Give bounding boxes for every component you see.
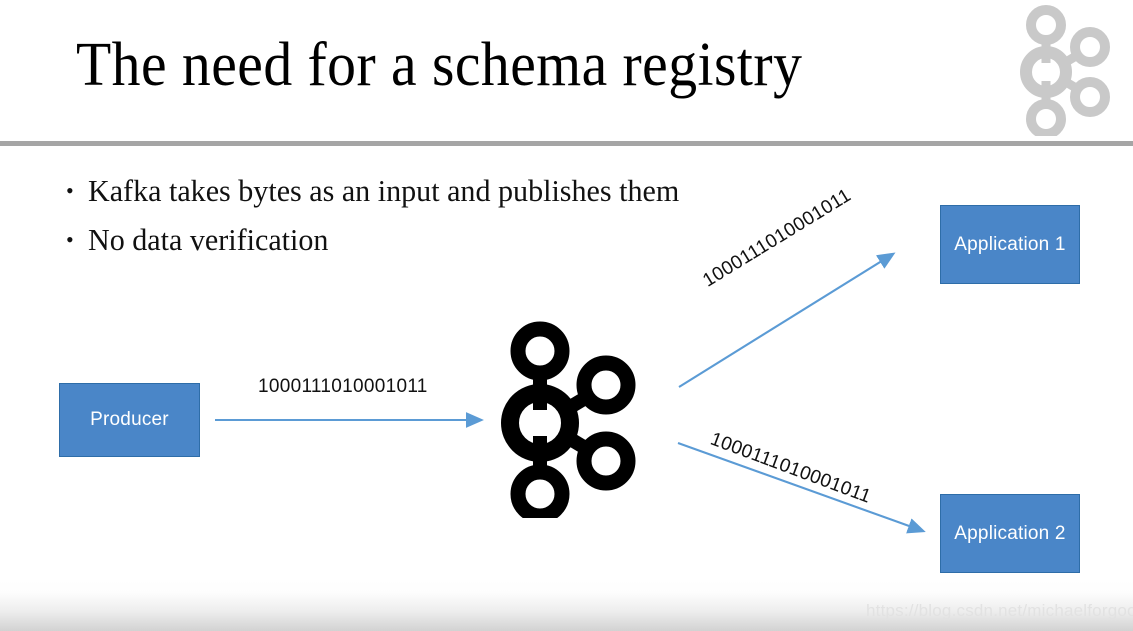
arrow-label-producer-to-broker: 1000111010001011 (258, 376, 428, 397)
node-label: Application 2 (954, 522, 1066, 544)
bullet-marker-icon: • (66, 227, 74, 252)
bullet-text: Kafka takes bytes as an input and publis… (88, 173, 680, 208)
bullet-marker-icon: • (66, 178, 74, 203)
node-label: Application 1 (954, 233, 1066, 255)
footer-gradient-band (0, 580, 1133, 631)
watermark-text: https://blog.csdn.net/michaelforgood (866, 601, 1133, 620)
bullet-list: • Kafka takes bytes as an input and publ… (66, 166, 856, 264)
diagram-node-application-2[interactable]: Application 2 (940, 494, 1080, 573)
header-divider (0, 141, 1133, 146)
list-item: • Kafka takes bytes as an input and publ… (66, 166, 856, 215)
arrow-label-broker-to-app2: 1000111010001011 (707, 428, 874, 508)
kafka-logo-icon (501, 321, 636, 518)
bullet-text: No data verification (88, 222, 329, 257)
list-item: • No data verification (66, 215, 856, 264)
diagram-node-application-1[interactable]: Application 1 (940, 205, 1080, 284)
node-label: Producer (90, 409, 169, 430)
diagram-node-producer[interactable]: Producer (59, 383, 200, 457)
arrow-broker-to-app2 (677, 442, 926, 534)
page-title: The need for a schema registry (76, 31, 803, 99)
kafka-logo-icon (1020, 5, 1110, 136)
